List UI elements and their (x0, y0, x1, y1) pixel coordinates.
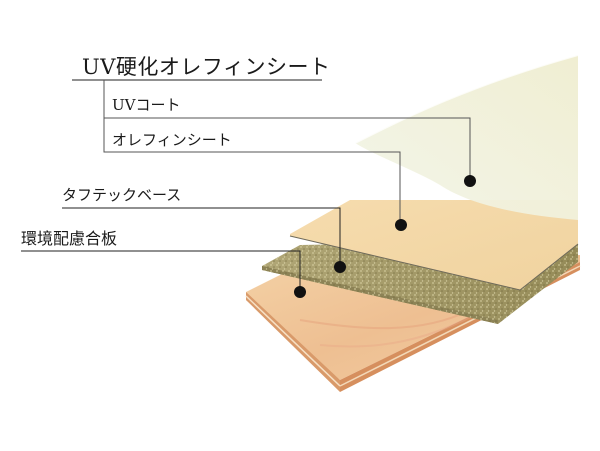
label-uv-coat: UVコート (112, 96, 181, 114)
leader-lines (21, 79, 471, 292)
label-eco-plywood: 環境配慮合板 (21, 229, 118, 248)
tough-base-marker-dot (334, 261, 346, 273)
label-tough-base: タフテックベース (62, 186, 182, 204)
olefin-sheet-layer (289, 200, 579, 291)
marker-dots (294, 175, 476, 298)
label-olefin-sheet: オレフィンシート (112, 131, 232, 149)
uv-coat-marker-dot (464, 175, 476, 187)
uv-coat-layer (354, 54, 579, 220)
olefin-sheet-marker-dot (395, 219, 407, 231)
diagram-title: UV硬化オレフィンシート (82, 55, 331, 79)
plywood-marker-dot (294, 286, 306, 298)
